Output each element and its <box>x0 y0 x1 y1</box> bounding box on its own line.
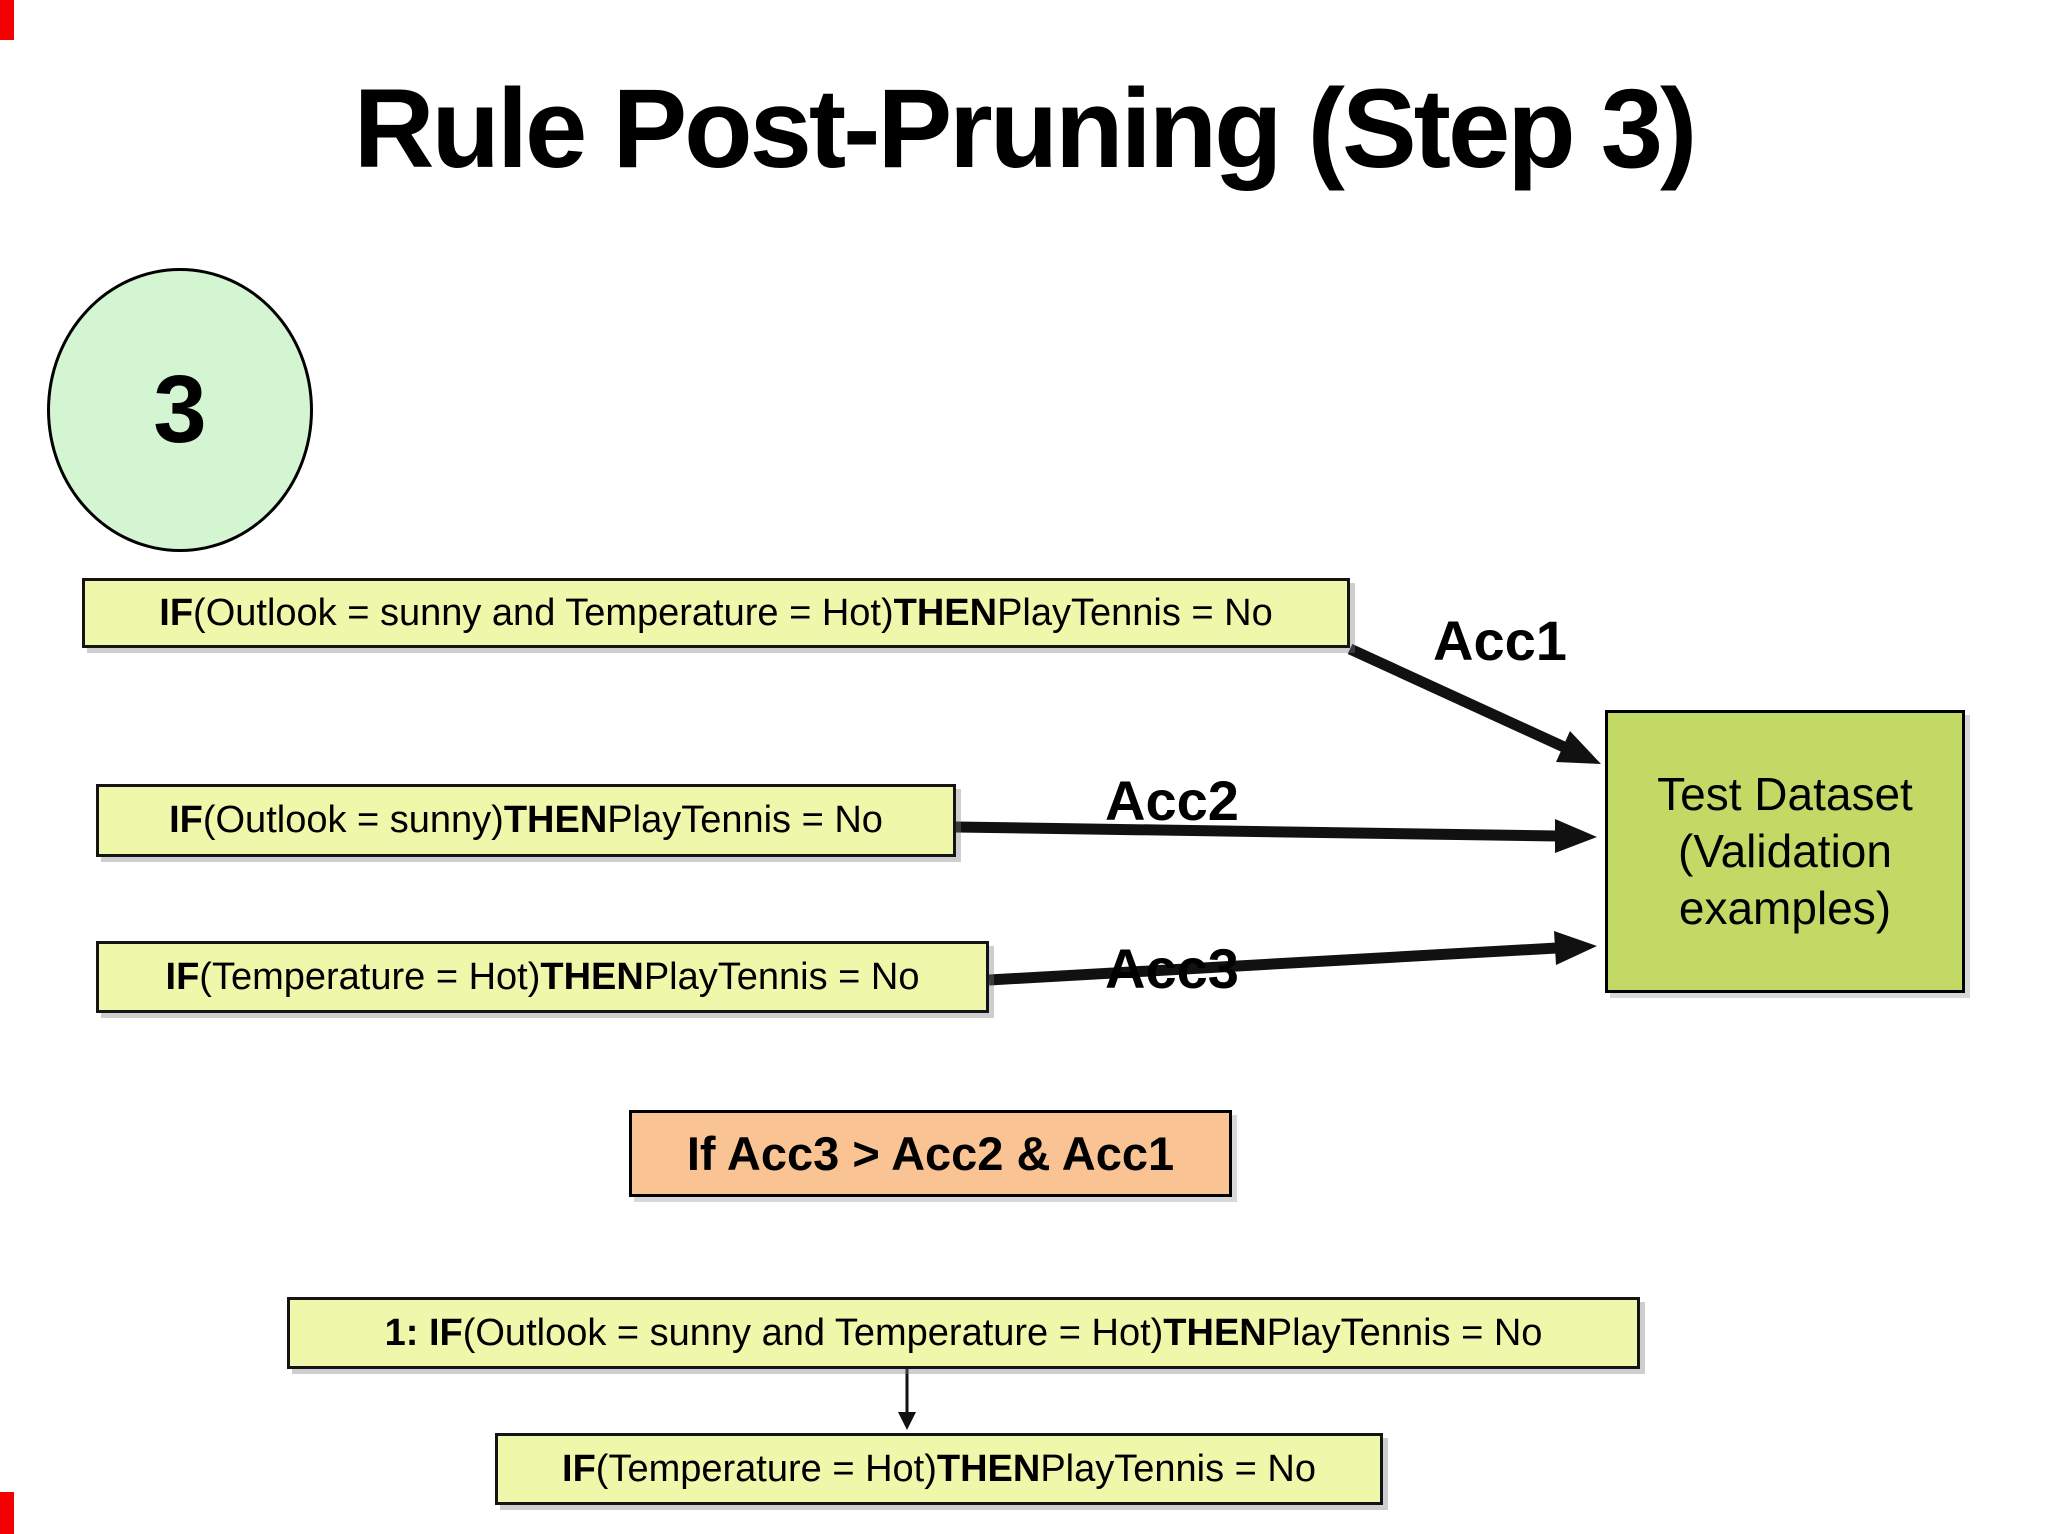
test-dataset-line: (Validation <box>1678 825 1892 877</box>
red-edge-mark-top <box>0 0 14 40</box>
rule-box-temperature: IF (Temperature = Hot) THEN PlayTennis =… <box>96 941 989 1013</box>
rule-text-segment: IF <box>169 799 203 841</box>
prune-arrow <box>898 1368 916 1430</box>
test-dataset-line: Test Dataset <box>1657 768 1913 820</box>
rule-text-segment: PlayTennis = No <box>607 799 883 841</box>
rule-text-segment: (Temperature = Hot) <box>199 955 541 998</box>
rule-text-segment: (Outlook = sunny and Temperature = Hot) <box>193 591 894 634</box>
rule-text-segment: THEN <box>936 1447 1041 1490</box>
numbered-rule-box: 1: IF (Outlook = sunny and Temperature =… <box>287 1297 1640 1369</box>
step-badge-number: 3 <box>153 356 207 463</box>
rule-box-full: IF (Outlook = sunny and Temperature = Ho… <box>82 578 1350 648</box>
rule-text-segment: PlayTennis = No <box>1266 1311 1543 1354</box>
acc3-arrow <box>988 931 1597 986</box>
rule-text-segment: IF <box>562 1447 596 1490</box>
rule-text-segment: PlayTennis = No <box>997 591 1273 634</box>
rule-text-segment: (Outlook = sunny and Temperature = Hot) <box>462 1311 1164 1354</box>
rule-text-segment: PlayTennis = No <box>1040 1447 1316 1490</box>
rule-text-segment: 1: IF <box>384 1311 463 1354</box>
rule-text-segment: PlayTennis = No <box>643 955 920 998</box>
rule-text-segment: IF <box>165 955 200 998</box>
rule-text-segment: IF <box>159 591 194 634</box>
acc3-label: Acc3 <box>1105 937 1239 1000</box>
rule-text-segment: THEN <box>540 955 644 998</box>
rule-text-segment: (Outlook = sunny) <box>202 799 504 841</box>
acc2-arrow <box>955 819 1597 853</box>
acc2-label: Acc2 <box>1105 769 1239 832</box>
acc1-label: Acc1 <box>1433 609 1567 672</box>
slide-title: Rule Post-Pruning (Step 3) <box>353 66 1698 191</box>
rule-box-outlook: IF (Outlook = sunny) THEN PlayTennis = N… <box>96 784 956 857</box>
rule-text-segment: THEN <box>893 591 998 634</box>
step-badge: 3 <box>47 268 313 552</box>
test-dataset-line: examples) <box>1678 882 1892 934</box>
rule-text-segment: THEN <box>1163 1311 1267 1354</box>
test-dataset-box: Test Dataset (Validation examples) <box>1605 710 1965 993</box>
condition-text: If Acc3 > Acc2 & Acc1 <box>686 1127 1175 1180</box>
red-edge-mark-bottom <box>0 1492 14 1534</box>
condition-box: If Acc3 > Acc2 & Acc1 <box>629 1110 1232 1197</box>
rule-text-segment: THEN <box>503 799 608 841</box>
rule-text-segment: (Temperature = Hot) <box>595 1447 937 1490</box>
pruned-rule-box: IF (Temperature = Hot) THEN PlayTennis =… <box>495 1433 1383 1505</box>
